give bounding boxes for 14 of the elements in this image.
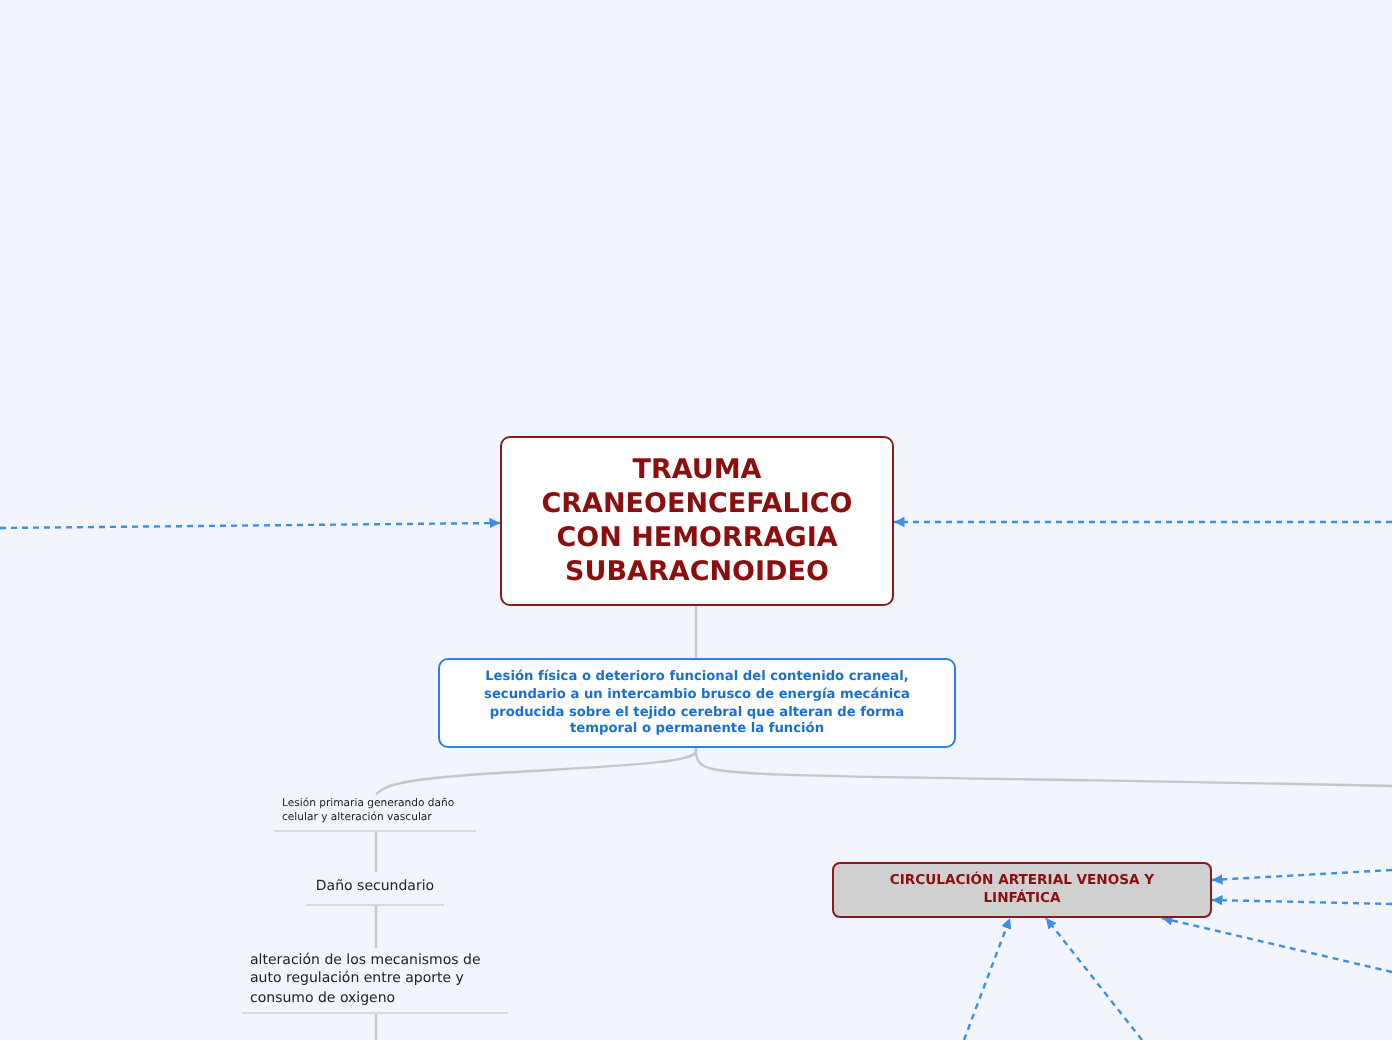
arrow	[1211, 895, 1392, 906]
topic-box: TRAUMA CRANEOENCEFALICO CON HEMORRAGIA SUBARACNOIDEO	[500, 436, 894, 606]
arrow	[894, 516, 1392, 528]
arrow	[1211, 868, 1392, 885]
connector-line	[374, 832, 378, 872]
connector-line	[694, 606, 698, 658]
connector-line	[374, 1014, 378, 1040]
arrow	[962, 917, 1012, 1040]
arrow	[1161, 915, 1392, 974]
arrow	[1045, 917, 1143, 1040]
connector-line	[374, 906, 378, 948]
connector-line	[375, 748, 698, 795]
connector-line	[694, 747, 1392, 788]
arrow	[0, 517, 500, 530]
